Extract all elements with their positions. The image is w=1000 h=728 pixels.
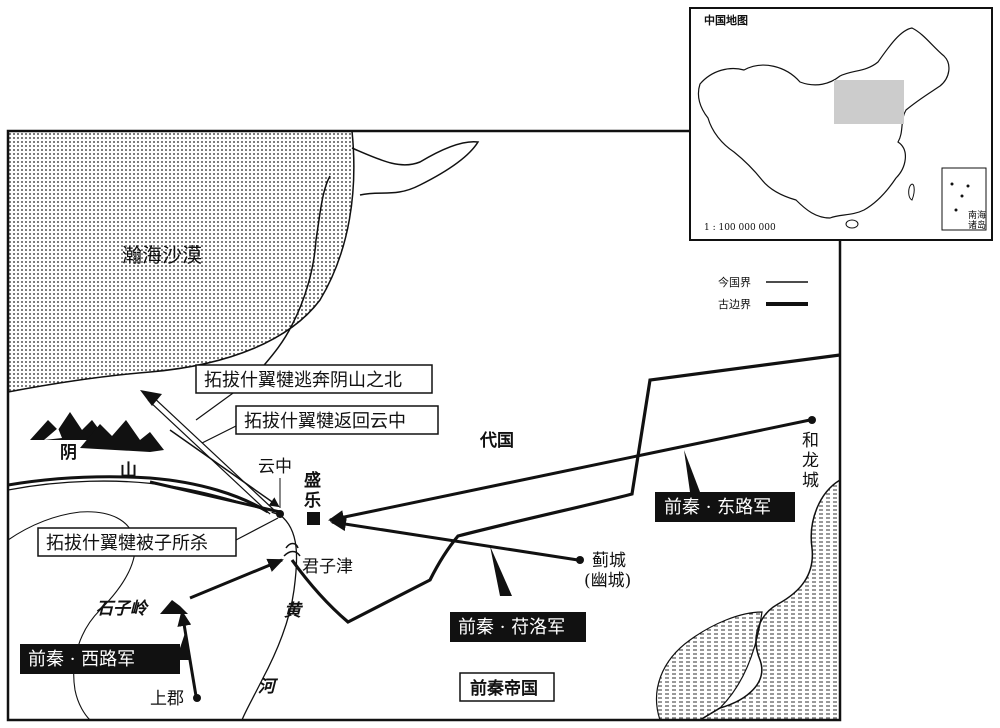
legend: 今国界 古边界 — [718, 275, 808, 311]
callout-flee-box — [195, 364, 433, 394]
sea-area-left — [655, 611, 763, 720]
flee-route-arrow — [140, 390, 275, 515]
sea-area — [698, 479, 840, 720]
shengle-label-2: 乐 — [304, 491, 321, 511]
shangjun-label: 上郡 — [150, 689, 184, 709]
callout-leader-killed — [235, 517, 279, 541]
south-sea-island — [954, 208, 958, 212]
he-river-label: 河 — [258, 677, 279, 697]
junzijin-marker — [283, 542, 301, 557]
return-route-arrow — [169, 429, 280, 508]
east-army-route — [328, 418, 811, 524]
shengle-marker — [307, 512, 320, 525]
yunzhong-route — [149, 480, 281, 514]
south-sea-label-1: 南海 — [968, 209, 986, 221]
south-sea-island — [950, 182, 954, 186]
fuluo-army-label: 前秦 · 苻洛军 — [458, 617, 565, 638]
shengle-label-1: 盛 — [304, 470, 321, 491]
inset-scale: 1 : 100 000 000 — [704, 223, 776, 233]
junzijin-label: 君子津 — [302, 557, 353, 577]
mountain-icon — [30, 412, 164, 452]
callout-flee-text: 拓拔什翼犍逃奔阴山之北 — [204, 370, 402, 391]
yunzhong-label: 云中 — [258, 457, 292, 477]
huang-river-label: 黄 — [284, 601, 304, 621]
callout-killed-text: 拓拔什翼犍被子所杀 — [46, 533, 208, 554]
jicheng-label: 蓟城 — [592, 551, 626, 571]
modern-border — [351, 141, 480, 196]
yellow-river-left — [8, 511, 136, 720]
ancient-border-2 — [290, 353, 840, 624]
shiziling-label: 石子岭 — [96, 599, 149, 619]
fuluo-army-route — [330, 517, 579, 562]
south-sea-label-2: 诸岛 — [968, 219, 986, 231]
youcheng-label: (幽城) — [584, 571, 631, 591]
legend-modern-label: 今国界 — [718, 275, 751, 289]
desert-label: 瀚海沙漠 — [122, 243, 202, 267]
helong-label-3: 城 — [802, 471, 819, 491]
shangjun-marker — [193, 694, 201, 702]
qin-empire-label: 前秦帝国 — [470, 678, 538, 699]
modern-border-2 — [259, 175, 331, 371]
callout-return-box — [235, 405, 439, 435]
qin-empire-box — [459, 672, 555, 702]
yunzhong-marker — [276, 510, 284, 518]
callout-return-text: 拓拔什翼犍返回云中 — [244, 411, 406, 432]
ancient-border — [8, 475, 269, 514]
west-army-label: 前秦 · 西路军 — [28, 649, 135, 670]
fuluo-army-box — [450, 612, 586, 642]
yin-label: 阴 — [60, 443, 77, 463]
west-army-box — [20, 644, 180, 674]
east-army-label: 前秦 · 东路军 — [664, 497, 771, 518]
dai-state-label: 代国 — [479, 430, 514, 451]
fuluo-army-pointer — [490, 546, 512, 596]
helong-marker — [808, 416, 816, 424]
west-army-route-1 — [189, 558, 284, 600]
taiwan-island — [908, 183, 915, 201]
helong-label-2: 龙 — [802, 451, 819, 471]
legend-ancient-label: 古边界 — [718, 298, 751, 311]
inset-title: 中国地图 — [704, 13, 748, 27]
east-army-box — [655, 492, 795, 522]
yellow-river — [8, 480, 298, 720]
south-sea-island — [960, 194, 964, 198]
desert-area — [8, 131, 355, 393]
south-sea-island — [966, 184, 970, 188]
shan-label: 山 — [120, 461, 137, 481]
inset-highlight — [834, 80, 904, 124]
hainan-island — [845, 219, 859, 229]
helong-label-1: 和 — [802, 431, 819, 451]
callout-killed-box — [37, 527, 237, 557]
inset-map: 中国地图 南海 诸岛 1 : 100 000 000 — [689, 7, 993, 241]
east-army-pointer — [684, 450, 700, 492]
jicheng-marker — [576, 556, 584, 564]
south-sea-box — [941, 167, 987, 231]
